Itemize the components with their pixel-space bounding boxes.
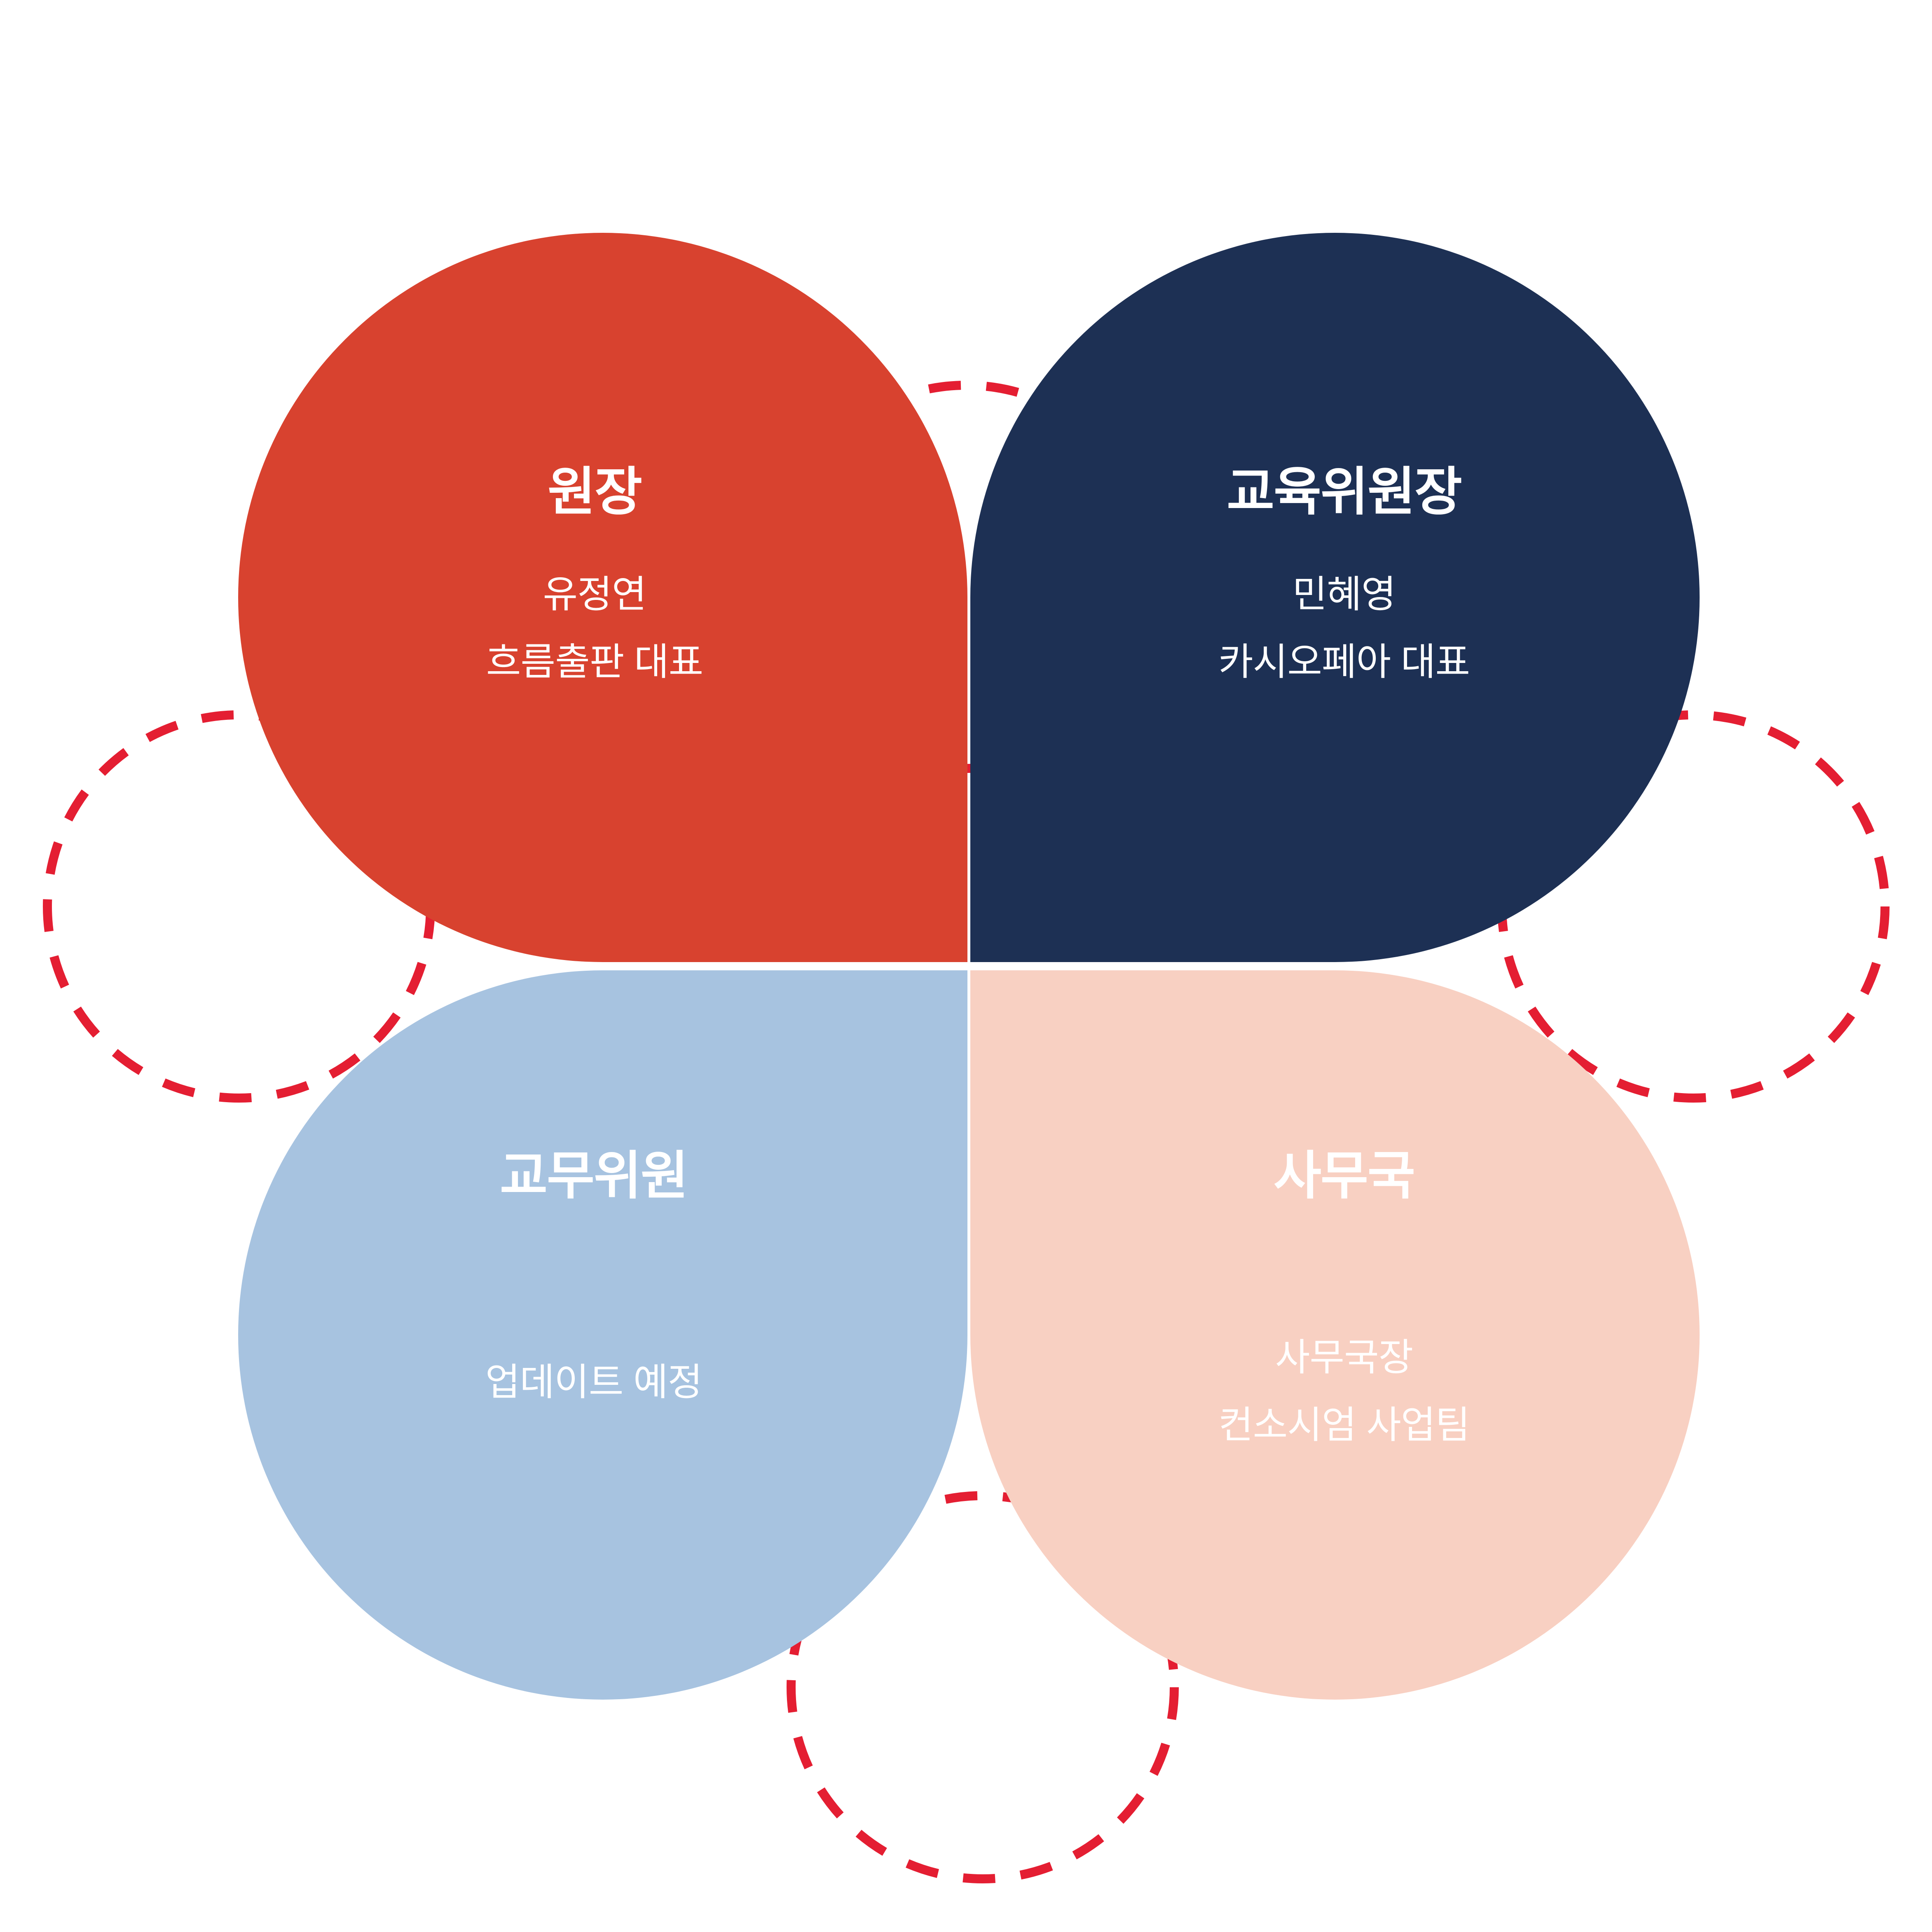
petal-education-committee-chair-name: 민혜영 <box>1292 573 1396 616</box>
petal-director-name: 유정연 <box>543 573 647 616</box>
petal-director-title: 원장 <box>548 463 642 521</box>
petal-secretariat-title: 사무국 <box>1274 1147 1415 1205</box>
petal-academic-affairs-committee-body: 교무위원 업데이트 예정 <box>485 1147 703 1412</box>
petal-director-body: 원장 유정연 흐름출판 대표 <box>486 463 703 692</box>
petal-academic-affairs-committee-status: 업데이트 예정 <box>485 1361 703 1403</box>
petal-academic-affairs-committee-title: 교무위원 <box>500 1147 688 1205</box>
petal-secretariat-body: 사무국 사무국장 컨소시엄 사업팀 <box>1218 1147 1470 1455</box>
petal-academic-affairs-committee[interactable]: 교무위원 업데이트 예정 <box>238 970 967 1700</box>
petal-secretariat-head-role: 사무국장 <box>1275 1336 1414 1379</box>
petal-education-committee-chair[interactable]: 교육위원장 민혜영 카시오페아 대표 <box>970 233 1700 962</box>
petal-secretariat[interactable]: 사무국 사무국장 컨소시엄 사업팀 <box>970 970 1700 1700</box>
petal-secretariat-team: 컨소시엄 사업팀 <box>1218 1404 1470 1447</box>
petal-director[interactable]: 원장 유정연 흐름출판 대표 <box>238 233 967 962</box>
petal-director-affiliation: 흐름출판 대표 <box>486 641 703 684</box>
petal-education-committee-chair-affiliation: 카시오페아 대표 <box>1218 641 1470 684</box>
petal-education-committee-chair-body: 교육위원장 민혜영 카시오페아 대표 <box>1218 463 1470 692</box>
petal-education-committee-chair-title: 교육위원장 <box>1227 463 1462 521</box>
